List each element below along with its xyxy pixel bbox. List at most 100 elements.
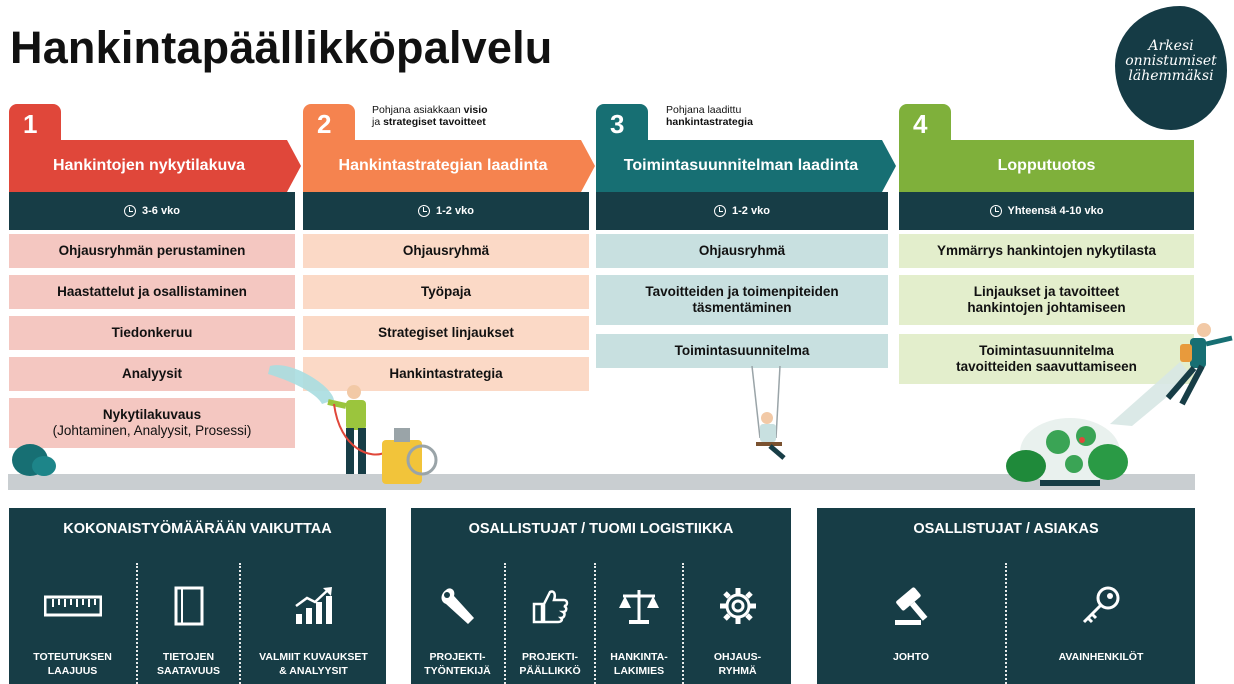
phase-title: Toimintasuunnitelman laadinta (623, 157, 859, 174)
cell-label: OHJAUS- (713, 651, 762, 663)
cell-label: TIETOJEN (162, 651, 215, 663)
phase-item: Ymmärrys hankintojen nykytilasta (899, 234, 1194, 268)
phase-item: Analyysit (9, 357, 295, 391)
duration-text: Yhteensä 4-10 vko (1007, 205, 1104, 217)
dotted-divider (594, 563, 596, 684)
phase-title: Hankintojen nykytilakuva (52, 157, 246, 174)
cell-label: PROJEKTI- (429, 651, 486, 663)
note-text-bold: strategiset tavoitteet (383, 116, 486, 128)
cell-label: TYÖNTEKIJÄ (424, 665, 491, 677)
note-text-bold: hankintastrategia (666, 116, 753, 128)
participants-tuomi-panel: OSALLISTUJAT / TUOMI LOGISTIIKKA PROJEKT… (411, 508, 791, 684)
gear-icon (719, 588, 756, 624)
cell-label: TOTEUTUKSEN (33, 651, 112, 663)
panel-title: KOKONAISTYÖMÄÄRÄÄN VAIKUTTAA (63, 521, 332, 537)
swing-child-illustration (751, 366, 786, 460)
phase-item: Toimintasuunnitelma (596, 334, 888, 368)
phase-duration: Yhteensä 4-10 vko (899, 192, 1194, 230)
dotted-divider (504, 563, 506, 684)
panel-title: OSALLISTUJAT / TUOMI LOGISTIIKKA (468, 521, 734, 537)
dotted-divider (136, 563, 138, 684)
phase-item: Haastattelut ja osallistaminen (9, 275, 295, 309)
panel-title: OSALLISTUJAT / ASIAKAS (913, 521, 1099, 537)
growth-chart-icon (294, 587, 332, 624)
note-text: ja (372, 116, 384, 128)
cell-label: VALMIIT KUVAUKSET (259, 651, 368, 663)
panel-cell: TOTEUTUKSEN LAAJUUS (9, 563, 136, 684)
phase-item: Linjaukset ja tavoitteet hankintojen joh… (899, 275, 1194, 325)
cell-label: SAATAVUUS (157, 665, 220, 677)
duration-text: 3-6 vko (142, 205, 180, 217)
clock-icon (418, 205, 431, 217)
dotted-divider (1005, 563, 1007, 684)
phase-arrow-bg (596, 140, 896, 192)
scales-icon (619, 590, 659, 624)
phase-item: Tiedonkeruu (9, 316, 295, 350)
cell-label: PROJEKTI- (521, 651, 578, 663)
cell-label: JOHTO (893, 651, 929, 663)
duration-text: 1-2 vko (436, 205, 474, 217)
cell-label: LAAJUUS (47, 665, 98, 677)
phase-duration: 3-6 vko (9, 192, 295, 230)
phase-duration: 1-2 vko (303, 192, 589, 230)
phase-item: Ohjausryhmä (596, 234, 888, 268)
phase-item: Ohjausryhmän perustaminen (9, 234, 295, 268)
dotted-divider (682, 563, 684, 684)
panel-cell: JOHTO (817, 563, 1005, 684)
book-icon (174, 586, 203, 626)
thumbs-up-icon (532, 590, 569, 624)
panel-cell: PROJEKTI- TYÖNTEKIJÄ (411, 563, 504, 684)
panel-cell: HANKINTA- LAKIMIES (596, 563, 682, 684)
phase-item: Ohjausryhmä (303, 234, 589, 268)
person-with-hose-illustration (268, 365, 438, 484)
note-text-bold: visio (463, 104, 488, 116)
flying-person-illustration (1110, 323, 1233, 426)
bush-illustration (12, 444, 56, 476)
phase-item: Hankintastrategia (303, 357, 589, 391)
phase-2-note: Pohjana asiakkaan visio ja strategiset t… (372, 104, 488, 128)
phase-3-note: Pohjana laadittu hankintastrategia (666, 104, 753, 128)
dotted-divider (239, 563, 241, 684)
phase-item: Tavoitteiden ja toimenpiteiden täsmentäm… (596, 275, 888, 325)
participants-client-panel: OSALLISTUJAT / ASIAKAS JOHTO AVAINHENKIL… (817, 508, 1195, 684)
slogan-line: Arkesi (1148, 38, 1194, 54)
cell-label: RYHMÄ (718, 665, 757, 677)
workload-panel: KOKONAISTYÖMÄÄRÄÄN VAIKUTTAA TOTEUTUKSEN… (9, 508, 386, 684)
panel-cell: VALMIIT KUVAUKSET & ANALYYSIT (241, 563, 386, 684)
phase-arrow-bg (9, 140, 301, 192)
ruler-icon (43, 595, 102, 617)
slogan-badge: Arkesi onnistumiset lähemmäksi (1115, 6, 1227, 130)
phase-arrow-bg (303, 140, 595, 192)
item-text: Nykytilakuvaus (102, 407, 202, 422)
phase-item: Strategiset linjaukset (303, 316, 589, 350)
slogan-line: lähemmäksi (1128, 68, 1214, 84)
clock-icon (989, 205, 1002, 217)
panel-cell: OHJAUS- RYHMÄ (684, 563, 791, 684)
panel-cell: AVAINHENKILÖT (1007, 563, 1195, 684)
gavel-icon (895, 587, 928, 625)
duration-text: 1-2 vko (732, 205, 770, 217)
note-text: Pohjana asiakkaan (372, 104, 464, 116)
cell-label: HANKINTA- (610, 651, 668, 663)
panel-cell: PROJEKTI- PÄÄLLIKKÖ (506, 563, 594, 684)
phase-item: Nykytilakuvaus (Johtaminen, Analyysit, P… (9, 398, 295, 448)
key-icon (1082, 586, 1120, 624)
cell-label: PÄÄLLIKKÖ (519, 665, 581, 677)
cell-label: LAKIMIES (613, 665, 665, 677)
phase-item: Toimintasuunnitelma tavoitteiden saavutt… (899, 334, 1194, 384)
cell-label: & ANALYYSIT (279, 665, 348, 677)
phase-title: Hankintastrategian laadinta (338, 157, 548, 174)
plants-illustration (1006, 418, 1128, 486)
ground-strip (8, 474, 1195, 490)
panel-cell: TIETOJEN SAATAVUUS (138, 563, 239, 684)
note-text: Pohjana laadittu (666, 104, 742, 116)
slogan-line: onnistumiset (1125, 53, 1217, 69)
phase-item: Työpaja (303, 275, 589, 309)
clock-icon (714, 205, 727, 217)
phase-title: Lopputuotos (899, 140, 1194, 192)
page-title: Hankintapäällikköpalvelu (10, 22, 553, 73)
cell-label: AVAINHENKILÖT (1058, 651, 1144, 663)
phase-duration: 1-2 vko (596, 192, 888, 230)
wrench-icon (441, 588, 474, 624)
item-subtext: (Johtaminen, Analyysit, Prosessi) (52, 423, 252, 438)
